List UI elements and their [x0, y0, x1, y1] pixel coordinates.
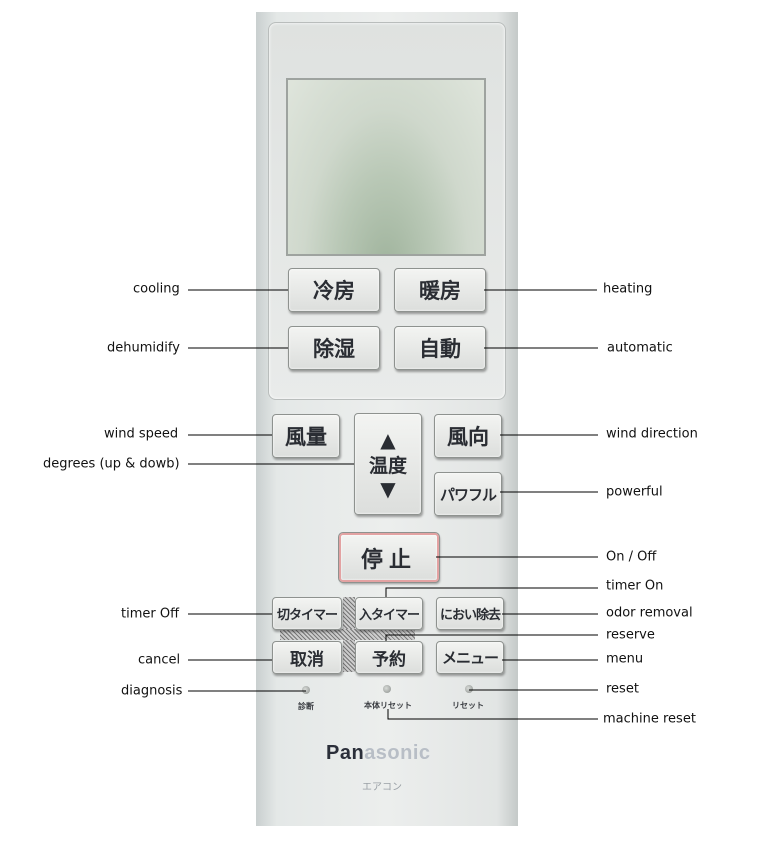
reset-button[interactable]	[465, 685, 473, 693]
annotation-dehumidify: dehumidify	[107, 340, 180, 356]
temp-up-icon[interactable]: ▲	[380, 427, 396, 452]
product-label: エアコン	[362, 782, 402, 793]
leader-timer-on	[385, 587, 598, 597]
powerful-button[interactable]: パワフル	[434, 472, 502, 516]
annotation-on-off: On / Off	[606, 549, 657, 565]
timer-on-button[interactable]: 入タイマー	[355, 597, 423, 630]
cooling-button[interactable]: 冷房	[288, 268, 380, 312]
annotation-heating: heating	[603, 281, 653, 297]
annotation-timer-on: timer On	[606, 578, 664, 594]
temperature-label: 温度	[368, 454, 407, 477]
annotation-automatic: automatic	[607, 340, 673, 356]
diagnosis-button[interactable]	[302, 686, 310, 694]
heating-button[interactable]: 暖房	[394, 268, 486, 312]
annotation-wind-speed: wind speed	[104, 426, 179, 442]
annotation-reserve: reserve	[606, 627, 655, 643]
annotation-powerful: powerful	[606, 484, 663, 500]
temp-down-icon[interactable]: ▼	[380, 476, 396, 501]
leader-machine-reset	[387, 709, 598, 720]
annotation-degrees: degrees (up & dowb)	[43, 456, 180, 472]
brand-logo-faded: asonic	[364, 742, 431, 764]
annotation-timer-off: timer Off	[121, 606, 180, 622]
annotation-reset: reset	[606, 681, 639, 697]
temperature-button[interactable]: ▲ 温度 ▼	[354, 413, 422, 515]
machine-reset-label: 本体リセット	[364, 701, 412, 710]
automatic-button[interactable]: 自動	[394, 326, 486, 370]
lcd-display	[286, 78, 486, 256]
cancel-button[interactable]: 取消	[272, 641, 342, 674]
menu-button[interactable]: メニュー	[436, 641, 504, 674]
mesh-divider-horizontal	[280, 629, 415, 640]
wind-speed-button[interactable]: 風量	[272, 414, 340, 458]
brand-logo: Panasonic	[326, 742, 431, 765]
reserve-button[interactable]: 予約	[355, 641, 423, 674]
annotation-odor-removal: odor removal	[606, 605, 693, 621]
machine-reset-button[interactable]	[383, 685, 391, 693]
leader-reserve	[385, 634, 598, 641]
annotation-cooling: cooling	[133, 281, 180, 297]
annotation-diagnosis: diagnosis	[121, 683, 183, 699]
diagnosis-label: 診断	[298, 702, 314, 711]
annotation-wind-direction: wind direction	[606, 426, 698, 442]
odor-removal-button[interactable]: におい除去	[436, 597, 504, 630]
timer-off-button[interactable]: 切タイマー	[272, 597, 342, 630]
annotation-menu: menu	[606, 651, 644, 667]
annotation-machine-reset: machine reset	[603, 711, 696, 727]
reset-label: リセット	[452, 701, 484, 710]
brand-logo-visible: Pan	[326, 742, 365, 764]
annotation-cancel: cancel	[138, 652, 181, 668]
dehumidify-button[interactable]: 除湿	[288, 326, 380, 370]
wind-direction-button[interactable]: 風向	[434, 414, 502, 458]
